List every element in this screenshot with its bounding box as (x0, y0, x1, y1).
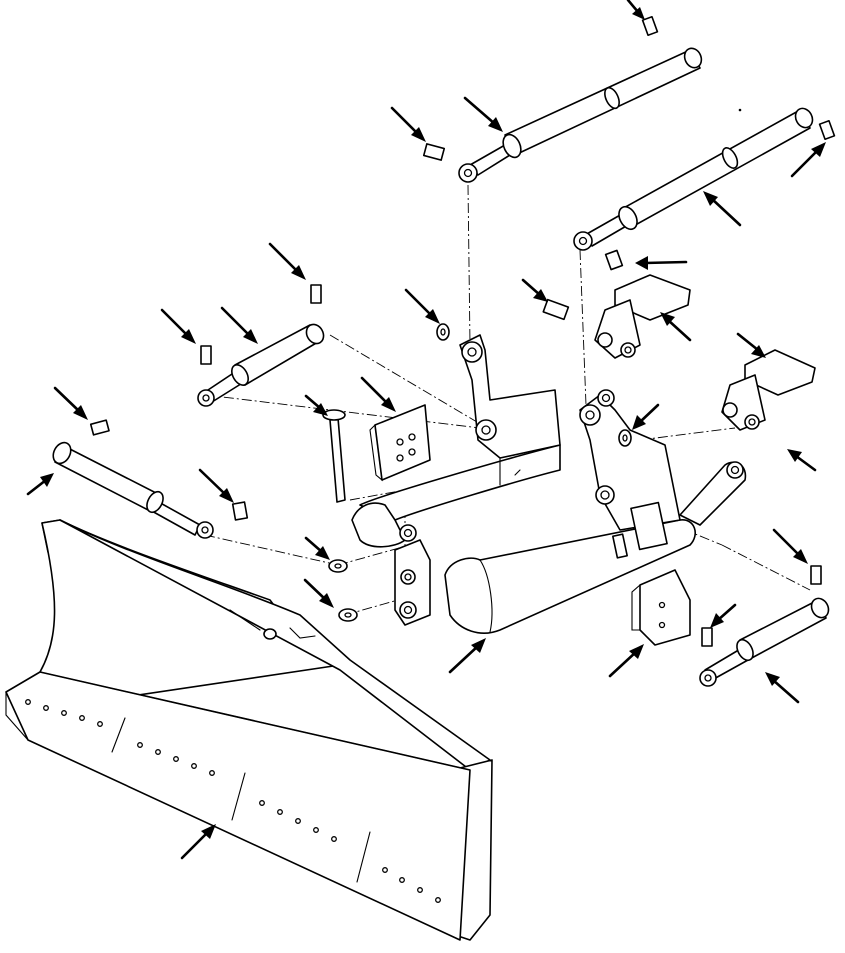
cylinder-pins (422, 143, 570, 321)
blade-tilt-cylinder-left (197, 284, 325, 407)
callout-arrow (53, 386, 88, 420)
callout-arrow (790, 142, 826, 178)
callout-arrow (268, 242, 306, 280)
callout-arrow (160, 308, 196, 344)
callout-arrow (660, 312, 692, 342)
callout-arrow (304, 536, 330, 560)
blade-lift-cylinder-right (573, 107, 836, 271)
cylinder-mounting-bracket-right (721, 349, 816, 431)
callout-arrow (626, 0, 645, 20)
callout-arrow (635, 256, 688, 270)
callout-arrow (608, 644, 644, 678)
blade-angle-cylinder-right (699, 565, 830, 687)
callout-arrow (463, 96, 503, 132)
callout-arrow (703, 191, 742, 227)
callout-arrow (448, 638, 486, 674)
long-pivot-pin (322, 409, 346, 503)
cutting-edge-bolt-holes (25, 699, 441, 903)
callout-arrow (772, 528, 808, 564)
callout-arrow (26, 473, 54, 496)
callout-arrow (736, 332, 766, 358)
callout-arrow (303, 578, 334, 608)
dozer-blade (5, 519, 493, 941)
callout-arrow (180, 824, 216, 860)
callout-arrow (304, 394, 328, 416)
callout-arrow (360, 376, 396, 412)
callout-arrows (26, 0, 826, 860)
callout-arrow (521, 278, 548, 302)
cylinder-mounting-bracket-center (594, 274, 691, 359)
lower-mounting-plate (631, 569, 691, 646)
washers (328, 323, 632, 622)
callout-arrow (404, 288, 440, 324)
callout-arrow (710, 603, 737, 628)
callout-arrow (220, 306, 258, 344)
frame-mounting-plate (369, 404, 431, 482)
callout-arrow (787, 449, 817, 472)
callout-arrow (765, 672, 800, 704)
push-frame (351, 334, 747, 634)
callout-arrow (390, 106, 426, 142)
blade-angle-cylinder-left (52, 419, 249, 539)
callout-arrow (198, 468, 234, 503)
blade-lift-cylinder-left (458, 15, 703, 183)
callout-arrow (632, 403, 660, 430)
